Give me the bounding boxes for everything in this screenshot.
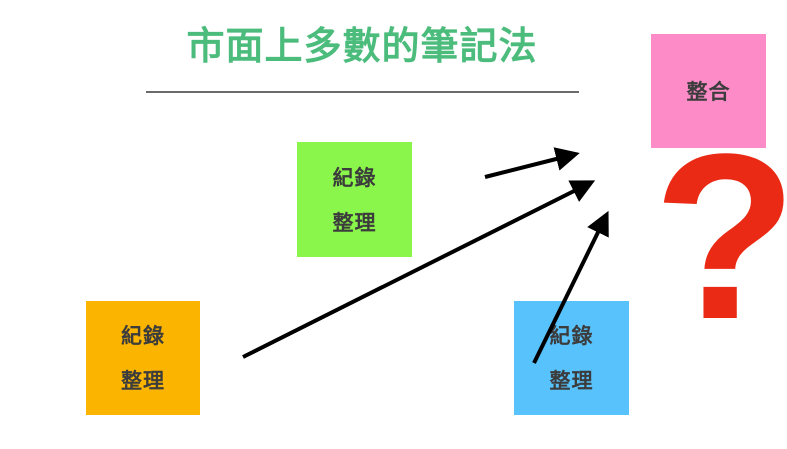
slide-title: 市面上多數的筆記法: [186, 24, 538, 68]
arrow-green-to-pink: [484, 147, 580, 179]
note-line-record: 紀錄: [549, 324, 594, 348]
arrow-blue-to-pink: [532, 210, 609, 364]
arrow-orange-to-pink: [242, 180, 596, 359]
note-line-record: 紀錄: [332, 165, 377, 190]
question-mark-icon: ?: [653, 105, 787, 369]
note-line-organize: 整理: [549, 369, 594, 393]
sticky-note-green: 紀錄 整理: [297, 142, 412, 257]
sticky-note-blue: 紀錄 整理: [514, 301, 629, 415]
note-line-organize: 整理: [121, 369, 165, 393]
note-label-integrate: 整合: [686, 80, 731, 104]
note-line-record: 紀錄: [121, 324, 165, 348]
sticky-note-orange: 紀錄 整理: [86, 301, 200, 415]
note-line-organize: 整理: [332, 210, 377, 235]
title-divider: [146, 91, 579, 93]
sticky-note-pink: 整合: [651, 34, 766, 148]
